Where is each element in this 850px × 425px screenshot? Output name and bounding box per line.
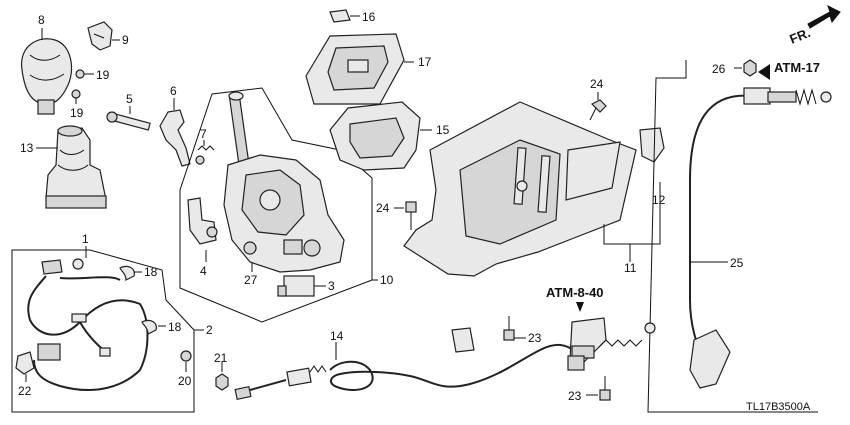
clip-12 bbox=[639, 127, 665, 163]
guide-15 bbox=[329, 101, 421, 171]
arrow-atm17-icon bbox=[758, 64, 770, 80]
clip-18a bbox=[119, 265, 135, 281]
callout-6: 6 bbox=[170, 84, 177, 98]
ref-atm840: ATM-8-40 bbox=[546, 285, 604, 300]
callout-23a: 23 bbox=[528, 331, 542, 345]
clip-20 bbox=[180, 350, 192, 362]
spring-7 bbox=[195, 145, 215, 165]
callout-19b: 19 bbox=[70, 106, 84, 120]
ref-atm17: ATM-17 bbox=[774, 60, 820, 75]
callout-4: 4 bbox=[200, 264, 207, 278]
callout-12: 12 bbox=[652, 193, 666, 207]
bracket-4 bbox=[187, 197, 218, 245]
callout-1: 1 bbox=[82, 232, 89, 246]
diagram-code: TL17B3500A bbox=[746, 401, 811, 413]
frame-10 bbox=[179, 87, 373, 323]
callout-2: 2 bbox=[206, 323, 213, 337]
screw-19a bbox=[75, 69, 94, 79]
nut-26 bbox=[743, 59, 757, 77]
shift-cable-25 bbox=[689, 87, 832, 389]
fr-label: FR. bbox=[787, 25, 812, 47]
nut-21 bbox=[215, 373, 229, 391]
bolt-24a bbox=[589, 99, 607, 121]
callout-10: 10 bbox=[380, 273, 394, 287]
callout-5: 5 bbox=[126, 92, 133, 106]
callout-16: 16 bbox=[362, 10, 376, 24]
bolt-23a bbox=[503, 316, 515, 341]
frame-25 bbox=[647, 60, 818, 413]
callout-24b: 24 bbox=[376, 201, 390, 215]
shift-knob bbox=[20, 38, 73, 115]
callout-22: 22 bbox=[18, 384, 32, 398]
callout-20: 20 bbox=[178, 374, 192, 388]
screw-19b bbox=[71, 89, 81, 104]
callout-8: 8 bbox=[38, 13, 45, 27]
lever-6 bbox=[159, 109, 191, 167]
callout-18a: 18 bbox=[144, 265, 158, 279]
wire-harness bbox=[27, 275, 149, 391]
cable-end-bracket bbox=[567, 317, 656, 371]
clip-18b bbox=[141, 319, 157, 335]
callout-3: 3 bbox=[328, 279, 335, 293]
callout-15: 15 bbox=[436, 123, 450, 137]
socket-1 bbox=[41, 258, 84, 275]
callout-7: 7 bbox=[200, 127, 207, 141]
callout-13: 13 bbox=[20, 141, 34, 155]
shift-boot bbox=[45, 125, 107, 209]
connector-22 bbox=[15, 351, 35, 375]
bolt-23b bbox=[599, 376, 611, 401]
frame-2 bbox=[11, 249, 195, 413]
bolt-24b bbox=[405, 201, 417, 230]
base-bracket-11 bbox=[403, 101, 637, 277]
callout-14: 14 bbox=[330, 329, 344, 343]
clip-16 bbox=[329, 9, 351, 23]
callout-23b: 23 bbox=[568, 389, 582, 403]
callout-21: 21 bbox=[214, 351, 228, 365]
callout-11: 11 bbox=[624, 261, 637, 275]
pin-5 bbox=[106, 111, 151, 131]
callout-18b: 18 bbox=[168, 320, 182, 334]
arrow-atm840-icon bbox=[576, 302, 584, 312]
callout-24a: 24 bbox=[590, 77, 604, 91]
select-cable-14 bbox=[234, 327, 577, 401]
switch-3 bbox=[277, 275, 315, 297]
callout-25: 25 bbox=[730, 256, 744, 270]
front-arrow-icon bbox=[807, 5, 841, 29]
shifter-assembly bbox=[223, 91, 345, 273]
callout-17: 17 bbox=[418, 55, 432, 69]
clip-9 bbox=[87, 21, 113, 51]
callout-9: 9 bbox=[122, 33, 129, 47]
callout-26: 26 bbox=[712, 62, 726, 76]
callout-27: 27 bbox=[244, 273, 258, 287]
indicator-panel-17 bbox=[305, 33, 405, 105]
callout-19a: 19 bbox=[96, 68, 110, 82]
